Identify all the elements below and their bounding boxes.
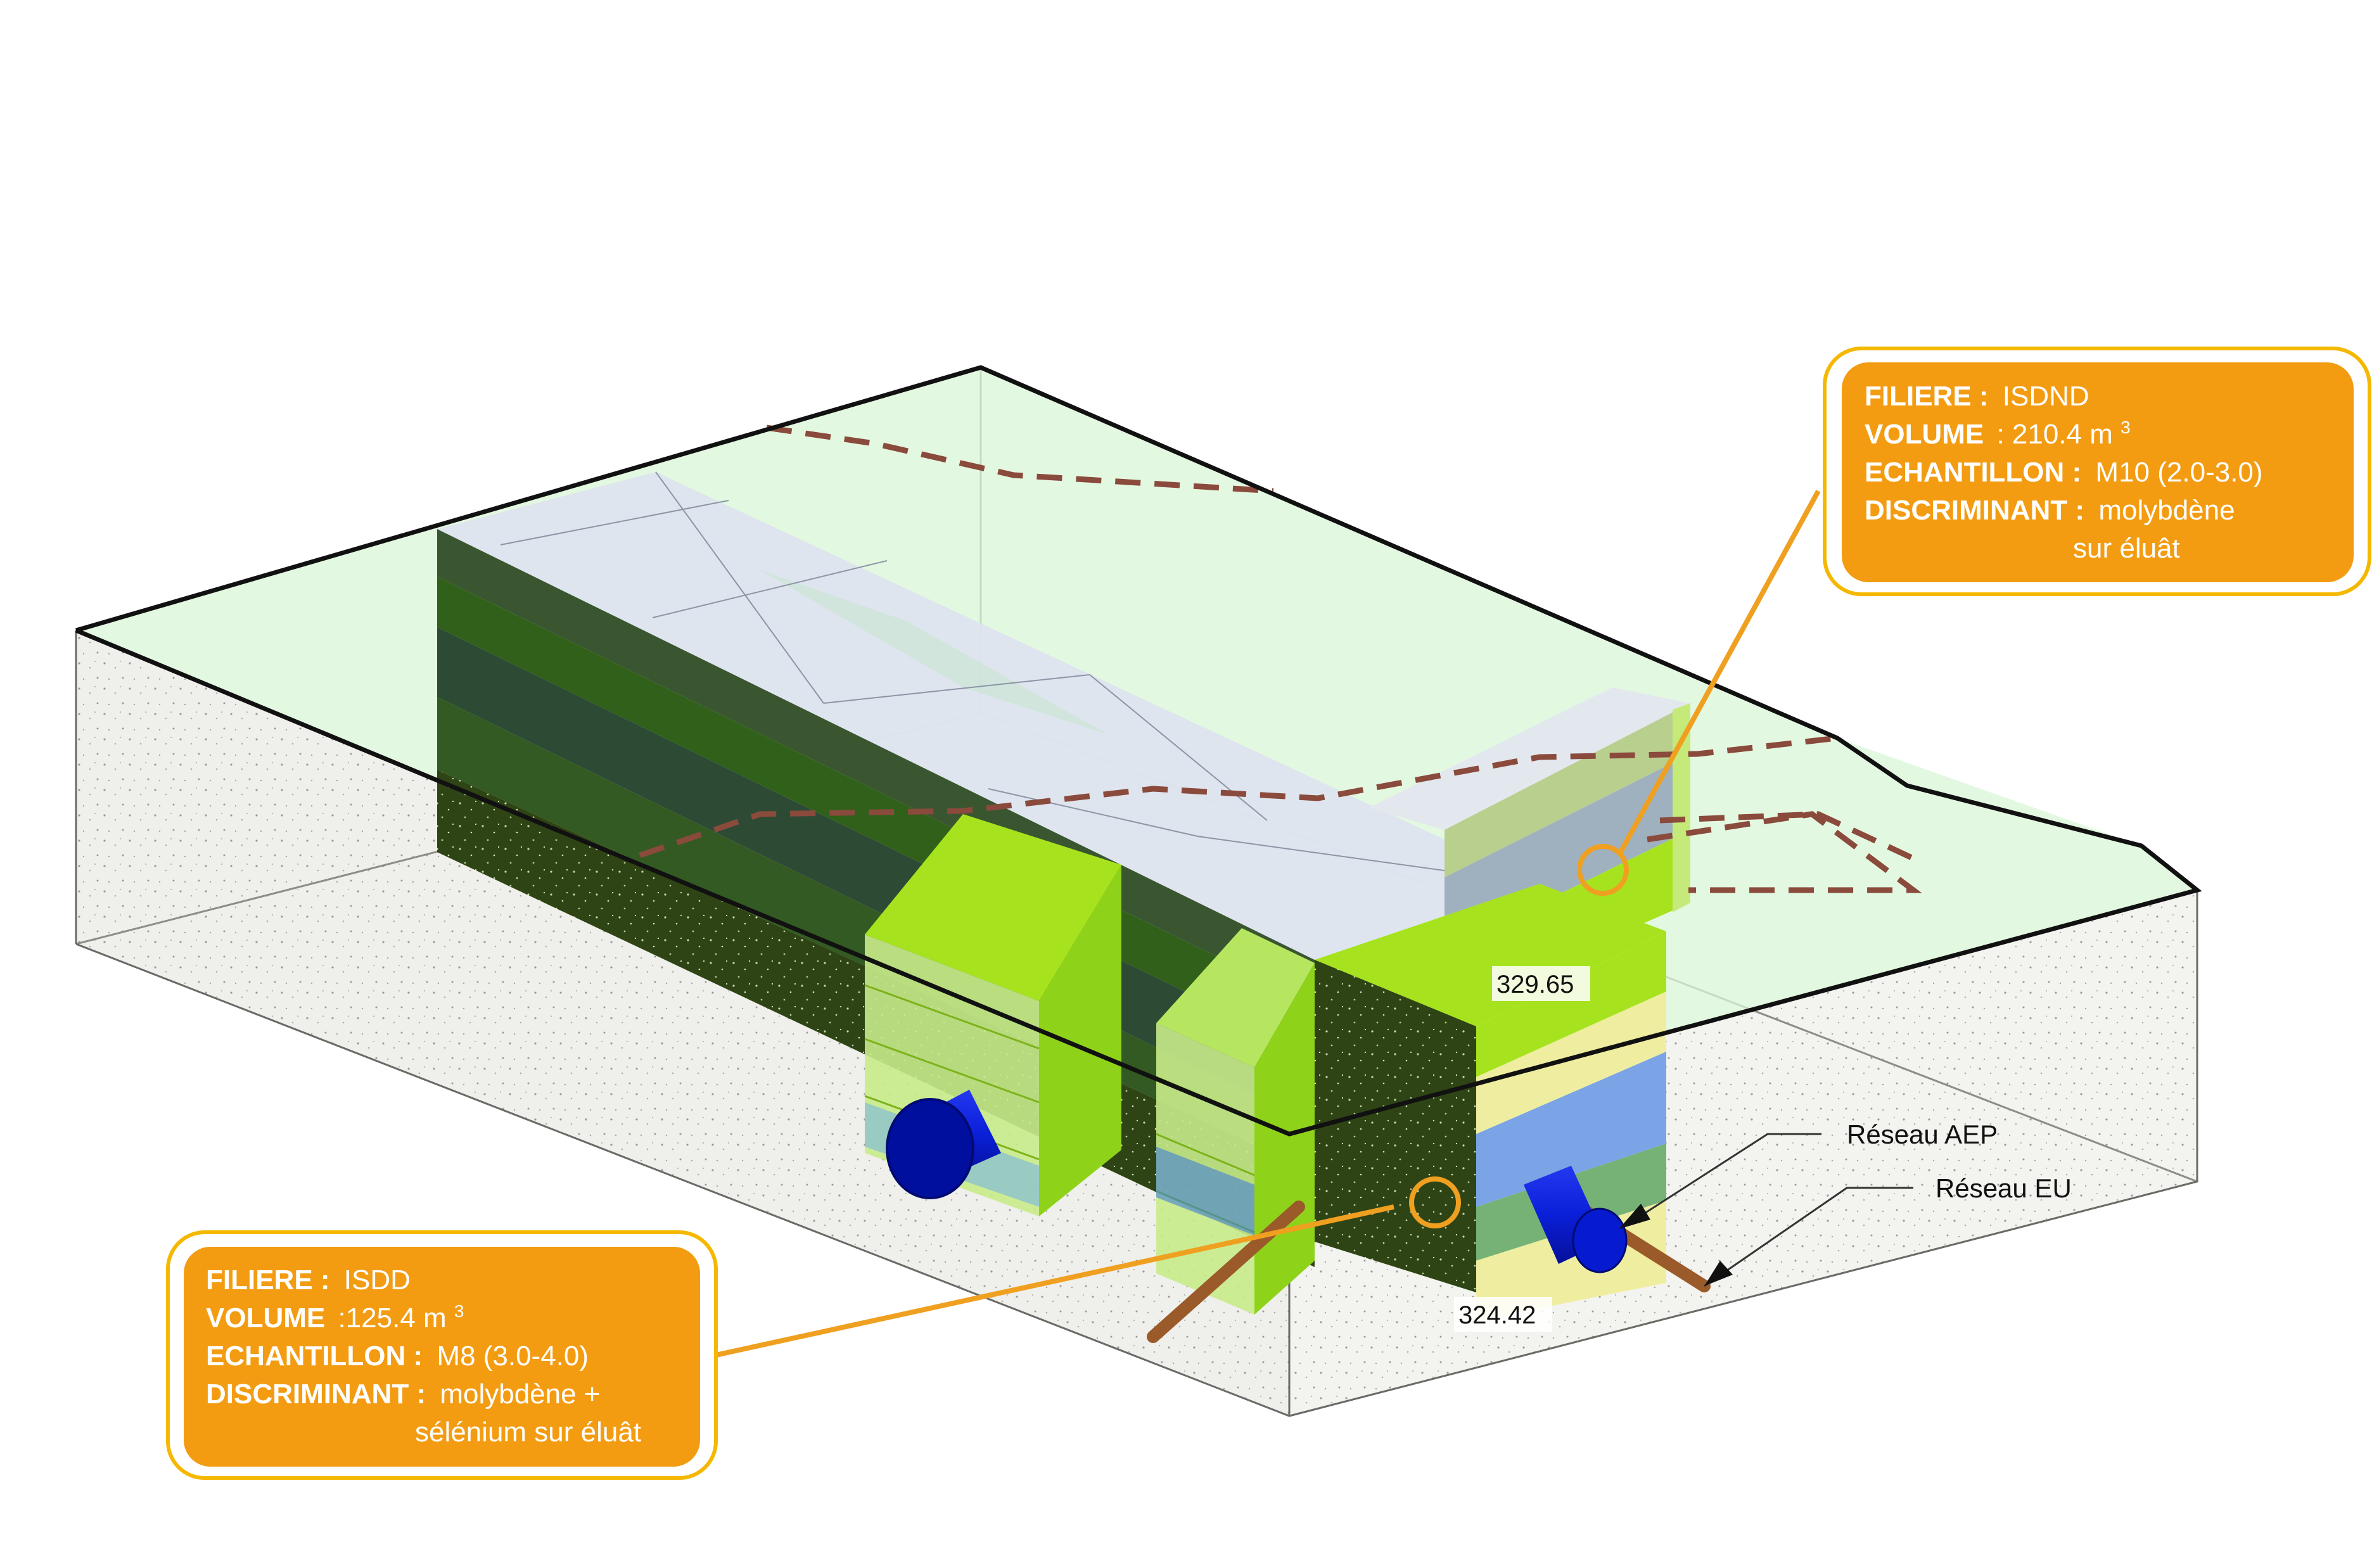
- svg-text:DISCRIMINANT : molybdène: DISCRIMINANT : molybdène: [1865, 495, 2235, 526]
- svg-text:FILIERE : ISDD: FILIERE : ISDD: [206, 1265, 411, 1296]
- echantillon-value: M10 (2.0-3.0): [2095, 457, 2262, 488]
- volume-unit-exponent: 3: [2121, 417, 2131, 437]
- volume-key: VOLUME: [206, 1303, 325, 1334]
- svg-text:Réseau EU: Réseau EU: [1936, 1173, 2072, 1203]
- discriminant-value-line2: sélénium sur éluât: [415, 1417, 641, 1448]
- filiere-key: FILIERE :: [1865, 381, 1989, 412]
- marker-isdnd: [1577, 844, 1629, 896]
- excavation-top-face: [437, 472, 1540, 960]
- label-reseau-aep: Réseau AEP: [1619, 1119, 1998, 1229]
- leader-isdnd: [1577, 490, 1821, 896]
- svg-text:DISCRIMINANT : molybdène: DISCRIMINANT : molybdène +: [206, 1379, 601, 1410]
- svg-text:VOLUME : 210.4 m 3: VOLUME : 210.4 m 3: [1865, 417, 2131, 450]
- volume-value: :125.4 m: [338, 1303, 446, 1334]
- elevation-top: 329.65: [1492, 966, 1590, 1001]
- discriminant-value: molybdène: [2098, 495, 2235, 526]
- echantillon-value: M8 (3.0-4.0): [437, 1341, 589, 1372]
- echantillon-key: ECHANTILLON :: [1865, 457, 2081, 488]
- label-reseau-eu: Réseau EU: [1704, 1173, 2072, 1287]
- callout-isdd: FILIERE : ISDD VOLUME :125.4 m 3 ECHANTI…: [166, 1230, 718, 1480]
- volume-value: : 210.4 m: [1996, 419, 2112, 450]
- discriminant-value-line2: sur éluât: [2073, 533, 2180, 564]
- svg-text:324.42: 324.42: [1458, 1301, 1536, 1329]
- filiere-value: ISDND: [2003, 381, 2089, 412]
- volume-key: VOLUME: [1865, 419, 1984, 450]
- svg-text:Réseau AEP: Réseau AEP: [1847, 1119, 1998, 1149]
- svg-text:FILIERE : ISDND: FILIERE : ISDND: [1865, 381, 2089, 412]
- svg-text:ECHANTILLON : M8 (3.0-4.: ECHANTILLON : M8 (3.0-4.0): [206, 1341, 589, 1372]
- pipe-aep-left: [886, 1090, 1001, 1199]
- filiere-value: ISDD: [344, 1265, 411, 1296]
- marker-isdd: [1409, 1176, 1461, 1228]
- elevation-bottom: 324.42: [1454, 1297, 1552, 1332]
- svg-text:329.65: 329.65: [1496, 971, 1574, 998]
- filiere-key: FILIERE :: [206, 1265, 330, 1296]
- volume-unit-exponent: 3: [454, 1301, 464, 1321]
- echantillon-key: ECHANTILLON :: [206, 1341, 423, 1372]
- callout-isdnd: FILIERE : ISDND VOLUME : 210.4 m 3 ECHAN…: [1823, 347, 2371, 596]
- discriminant-key: DISCRIMINANT :: [1865, 495, 2084, 526]
- svg-text:ECHANTILLON : M10 (2.0-3: ECHANTILLON : M10 (2.0-3.0): [1865, 457, 2263, 488]
- pipe-aep-right: [1524, 1166, 1628, 1273]
- ground-outline: [75, 365, 2202, 1137]
- leader-isdd: [712, 1176, 1461, 1358]
- svg-text:VOLUME :125.4 m 3: VOLUME :125.4 m 3: [206, 1301, 464, 1334]
- discriminant-value: molybdène +: [440, 1379, 600, 1410]
- discriminant-key: DISCRIMINANT :: [206, 1379, 426, 1410]
